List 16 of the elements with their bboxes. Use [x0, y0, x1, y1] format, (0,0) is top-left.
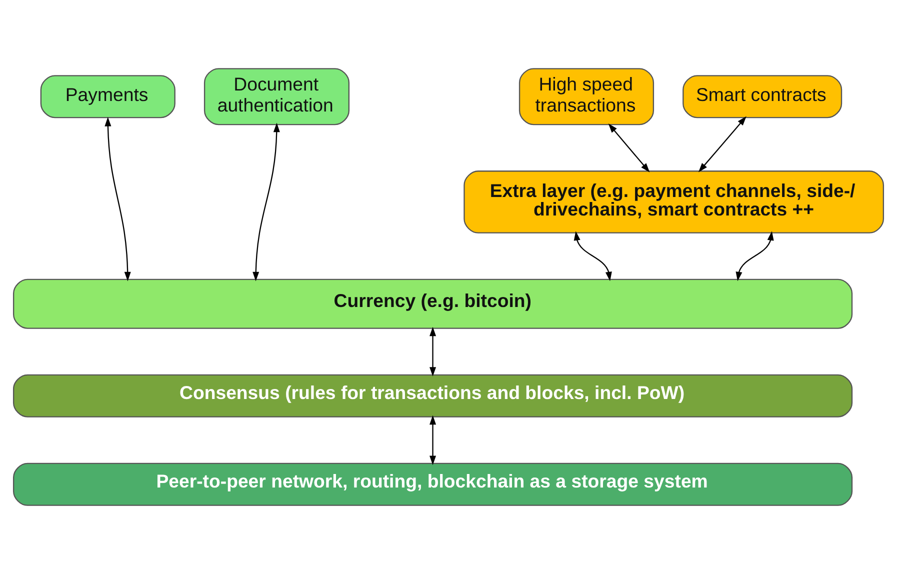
- arrow: [608, 123, 650, 172]
- node-box: High speed transactions: [518, 68, 654, 125]
- node-box: Smart contracts: [682, 74, 842, 118]
- node-box: Peer-to-peer network, routing, blockchain as a storage system: [12, 462, 853, 506]
- node-box: Document authentication: [204, 68, 350, 125]
- node-box: Payments: [40, 74, 176, 118]
- arrow: [736, 230, 774, 281]
- arrow: [430, 326, 436, 376]
- node-box: Consensus (rules for transactions and blocks, incl. PoW): [12, 374, 853, 417]
- arrow: [104, 116, 131, 281]
- arrow: [252, 122, 280, 281]
- arrow: [430, 414, 436, 465]
- node-box: Currency (e.g. bitcoin): [12, 278, 853, 328]
- arrow: [574, 230, 612, 281]
- node-box: Extra layer (e.g. payment channels, side-/ drivechains, smart contracts ++: [464, 170, 884, 233]
- arrow: [698, 116, 746, 172]
